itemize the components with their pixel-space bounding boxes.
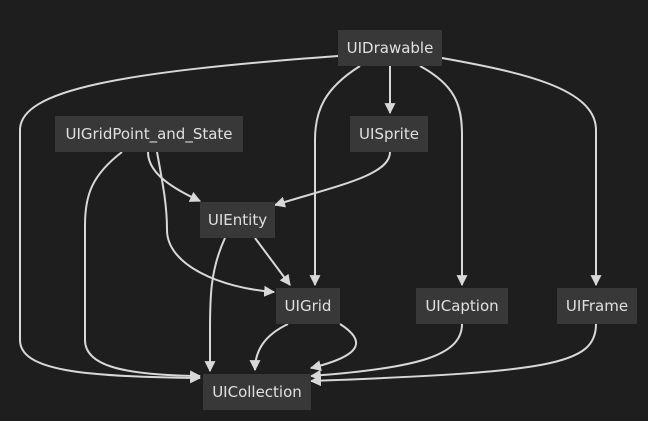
edge-uigridpoint-to-uigrid [156,151,276,297]
node-label: UIDrawable [347,39,434,57]
node-uisprite[interactable]: UISprite [350,116,428,152]
edge-uigridpoint-to-uientity [147,151,202,202]
edge-uientity-to-uigrid [254,237,291,286]
node-label: UIGrid [285,297,332,315]
node-uiframe[interactable]: UIFrame [557,288,637,324]
edge-uidrawable-to-uicaption [419,65,468,287]
node-uidrawable[interactable]: UIDrawable [338,30,442,66]
edge-uigrid-to-uicollection-left [249,323,289,372]
node-label: UICaption [425,297,498,315]
node-label: UIFrame [566,297,628,315]
node-label: UISprite [359,125,419,143]
edge-uigridpoint-to-uicollection [84,151,202,382]
edge-uientity-to-uicollection [204,237,226,373]
edge-uidrawable-to-uiframe [441,57,602,287]
edge-uiframe-to-uicollection [309,323,597,387]
edge-uigrid-to-uicollection-right [309,323,357,372]
edge-uicaption-to-uicollection [309,323,463,381]
node-uigrid[interactable]: UIGrid [276,288,340,324]
node-uigridpoint-and-state[interactable]: UIGridPoint_and_State [55,116,243,152]
edge-uisprite-to-uientity [273,151,391,208]
node-uientity[interactable]: UIEntity [200,202,275,238]
node-uicaption[interactable]: UICaption [416,288,508,324]
edge-uidrawable-to-uigrid [309,65,361,287]
edge-uidrawable-to-uicollection [19,55,339,384]
node-uicollection[interactable]: UICollection [203,374,311,410]
node-label: UIGridPoint_and_State [65,125,232,144]
node-label: UICollection [212,383,302,401]
node-label: UIEntity [208,211,267,229]
